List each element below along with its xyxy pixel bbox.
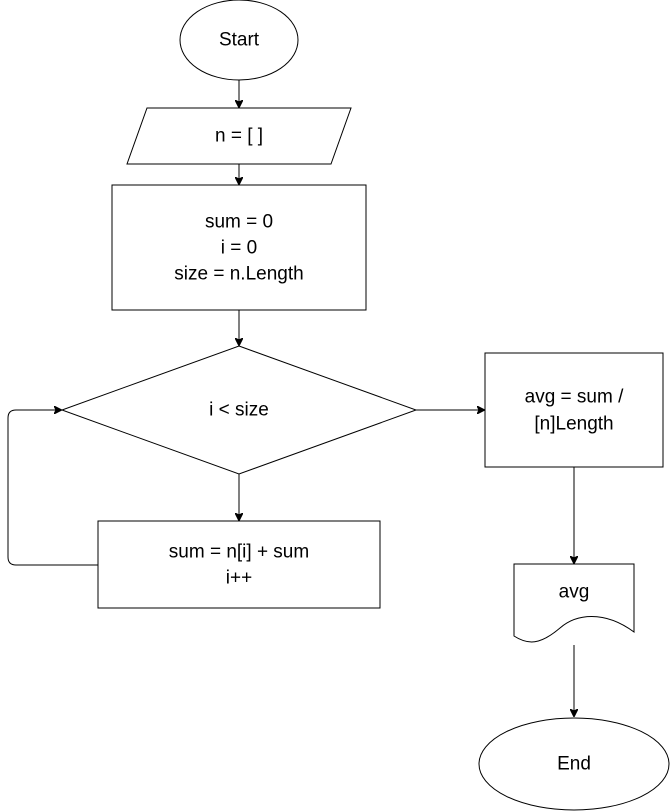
output-document-shape [513, 563, 635, 643]
init-label-line-3: size = n.Length [174, 264, 303, 285]
output-node: avg [513, 563, 635, 643]
output-label: avg [559, 582, 590, 603]
loop-body-rect [97, 520, 381, 609]
loop-body-node: sum = n[i] + sum i++ [97, 520, 381, 609]
compute-label-line-2: [n]Length [534, 414, 613, 435]
compute-label-line-1: avg = sum / [525, 387, 624, 408]
edge-loop-body-back-to-condition [7, 410, 98, 566]
loop-body-label-line-1: sum = n[i] + sum [169, 542, 309, 563]
edges [7, 80, 574, 716]
start-label: Start [219, 30, 260, 51]
condition-label: i < size [209, 400, 269, 421]
init-label-line-2: i = 0 [221, 238, 257, 259]
condition-node: i < size [60, 345, 418, 475]
end-ellipse [478, 717, 670, 811]
init-node: sum = 0 i = 0 size = n.Length [111, 184, 367, 311]
compute-rect [484, 352, 664, 468]
start-node: Start [179, 0, 299, 81]
condition-diamond [60, 345, 418, 475]
end-label: End [557, 754, 591, 775]
end-node: End [478, 717, 670, 811]
input-label: n = [ ] [215, 126, 263, 147]
compute-node: avg = sum / [n]Length [484, 352, 664, 468]
input-node: n = [ ] [126, 107, 352, 165]
init-rect [111, 184, 367, 311]
loop-body-label-line-2: i++ [226, 568, 252, 589]
input-parallelogram [126, 107, 352, 165]
init-label-line-1: sum = 0 [205, 212, 273, 233]
start-ellipse [179, 0, 299, 81]
